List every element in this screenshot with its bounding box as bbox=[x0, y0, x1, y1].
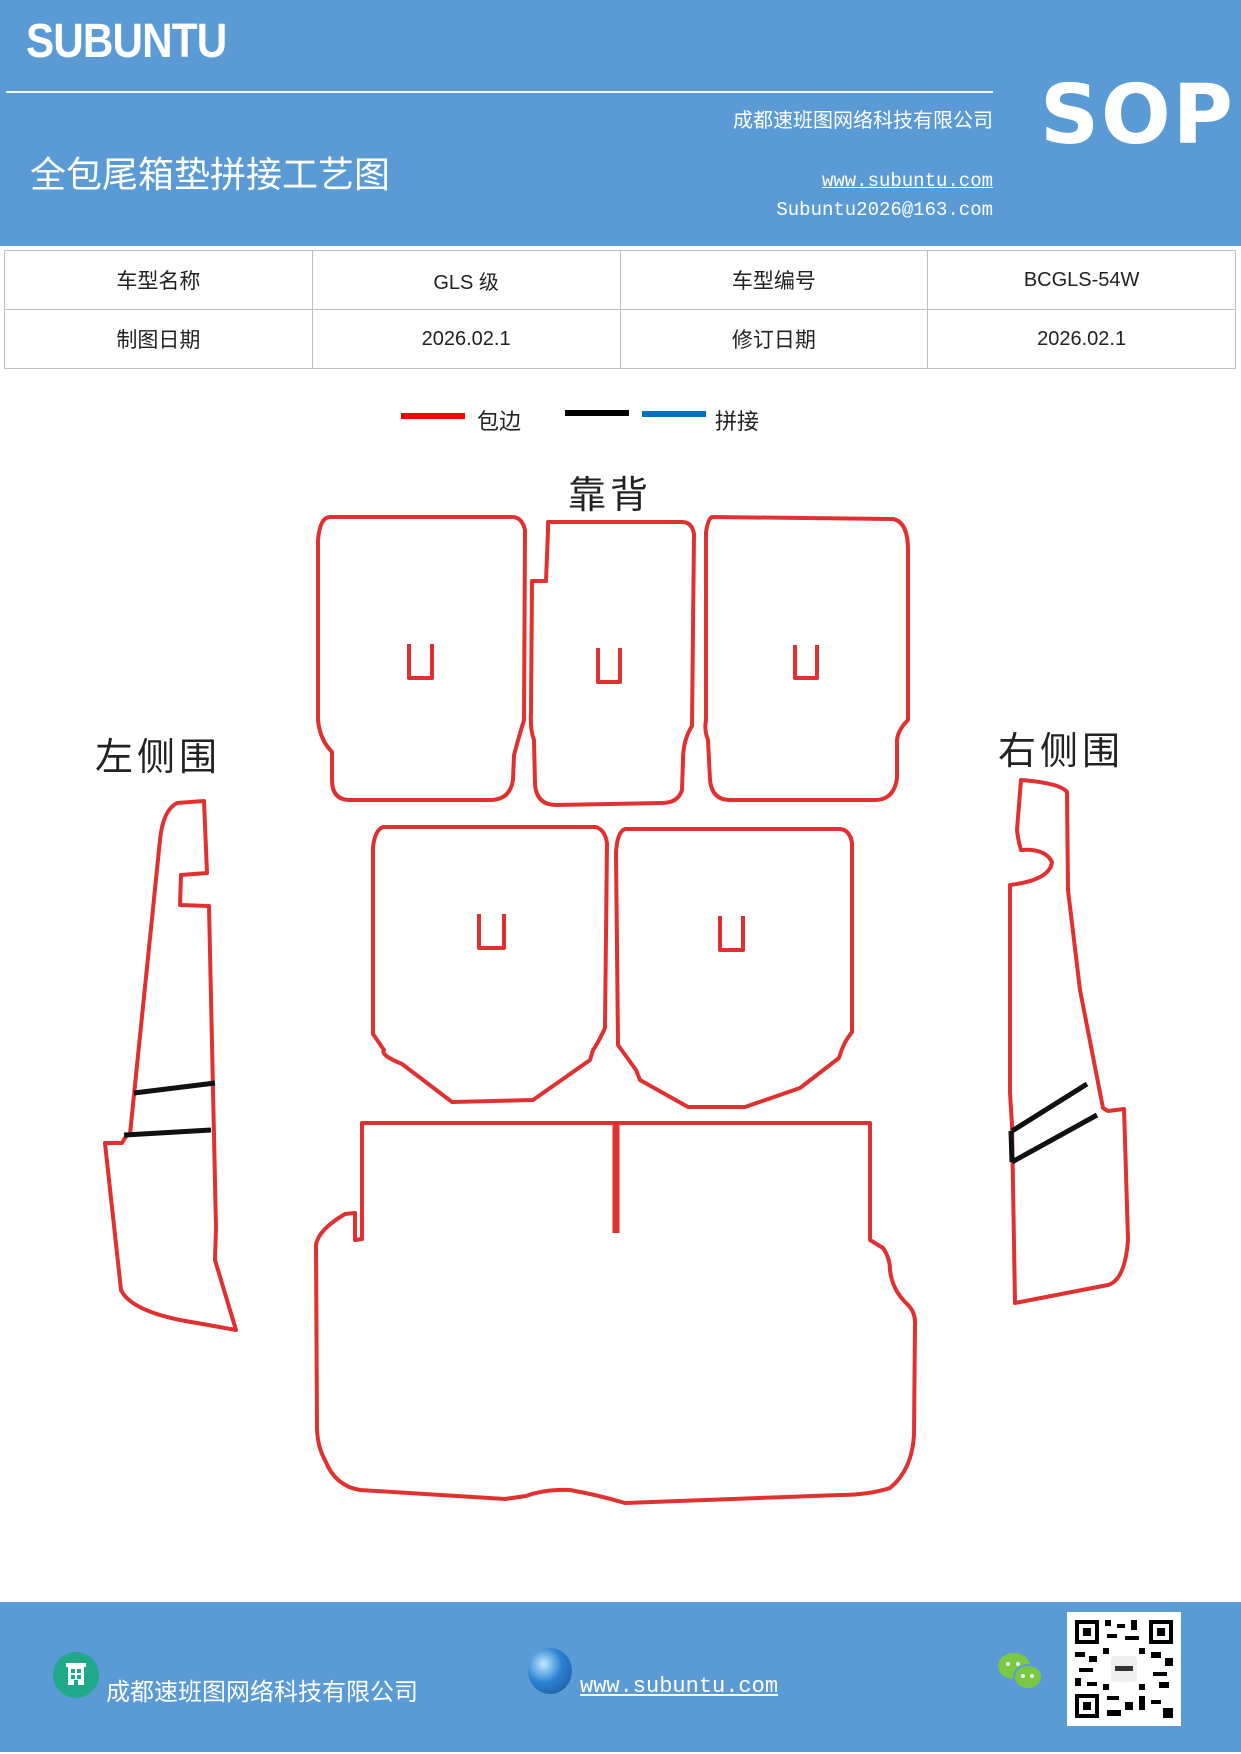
left-side-panel bbox=[103, 799, 238, 1332]
header-company-name: 成都速班图网络科技有限公司 bbox=[733, 108, 993, 132]
vehicle-info-table: 车型名称 GLS 级 车型编号 BCGLS-54W 制图日期 2026.02.1… bbox=[4, 250, 1236, 369]
header-email: Subuntu2026@163.com bbox=[776, 199, 993, 221]
header-divider bbox=[6, 91, 993, 93]
floor-piece bbox=[314, 1121, 917, 1505]
legend-red-line bbox=[401, 413, 465, 419]
middle-cutout-2 bbox=[718, 916, 745, 952]
footer-banner: 成都速班图网络科技有限公司 www.subuntu.com bbox=[0, 1602, 1241, 1752]
model-name-label: 车型名称 bbox=[4, 250, 313, 310]
left-side-label: 左侧围 bbox=[95, 735, 222, 779]
right-side-panel bbox=[1008, 778, 1130, 1305]
backrest-piece-right bbox=[703, 515, 910, 802]
revision-date-label: 修订日期 bbox=[619, 309, 929, 369]
table-row: 制图日期 2026.02.1 修订日期 2026.02.1 bbox=[4, 309, 1236, 369]
legend-blue-line bbox=[642, 411, 706, 417]
legend-label-edging: 包边 bbox=[477, 410, 522, 435]
globe-icon bbox=[528, 1648, 572, 1694]
backrest-cutout-3 bbox=[793, 645, 819, 680]
right-splice-line-1 bbox=[1010, 1081, 1089, 1134]
header-banner: SUBUNTU 全包尾箱垫拼接工艺图 成都速班图网络科技有限公司 www.sub… bbox=[0, 0, 1241, 246]
right-side-label: 右侧围 bbox=[998, 729, 1125, 773]
model-code-label: 车型编号 bbox=[619, 250, 929, 310]
middle-cutout-1 bbox=[477, 914, 506, 950]
model-name-value: GLS 级 bbox=[311, 250, 621, 310]
document-title: 全包尾箱垫拼接工艺图 bbox=[30, 155, 391, 196]
qr-code[interactable] bbox=[1067, 1612, 1181, 1726]
right-splice-line-2 bbox=[1010, 1112, 1099, 1165]
model-code-value: BCGLS-54W bbox=[927, 250, 1236, 310]
legend: 包边 拼接 bbox=[0, 404, 1241, 444]
footer-company-name: 成都速班图网络科技有限公司 bbox=[106, 1678, 418, 1706]
table-row: 车型名称 GLS 级 车型编号 BCGLS-54W bbox=[4, 250, 1236, 310]
left-splice-line-2 bbox=[123, 1127, 212, 1138]
legend-label-splice: 拼接 bbox=[715, 410, 760, 435]
revision-date-value: 2026.02.1 bbox=[927, 309, 1236, 369]
backrest-label: 靠背 bbox=[568, 473, 653, 517]
middle-piece-left bbox=[371, 825, 609, 1104]
middle-piece-right bbox=[614, 827, 854, 1109]
drawing-date-label: 制图日期 bbox=[4, 309, 313, 369]
left-splice-line-1 bbox=[133, 1080, 216, 1096]
header-website-link[interactable]: www.subuntu.com bbox=[821, 170, 993, 192]
backrest-piece-left bbox=[316, 515, 527, 802]
wechat-icon bbox=[996, 1650, 1046, 1696]
backrest-cutout-1 bbox=[407, 644, 434, 680]
backrest-cutout-2 bbox=[596, 648, 622, 684]
right-splice-connector bbox=[1008, 1130, 1015, 1163]
building-icon bbox=[53, 1652, 99, 1698]
footer-website-link[interactable]: www.subuntu.com bbox=[580, 1674, 779, 1699]
backrest-piece-center bbox=[528, 520, 696, 807]
legend-black-line bbox=[565, 410, 629, 416]
drawing-date-value: 2026.02.1 bbox=[311, 309, 621, 369]
sop-label: SOP bbox=[1040, 68, 1235, 163]
mat-pattern-diagram bbox=[103, 515, 1130, 1505]
brand-logo: SUBUNTU bbox=[26, 15, 227, 68]
